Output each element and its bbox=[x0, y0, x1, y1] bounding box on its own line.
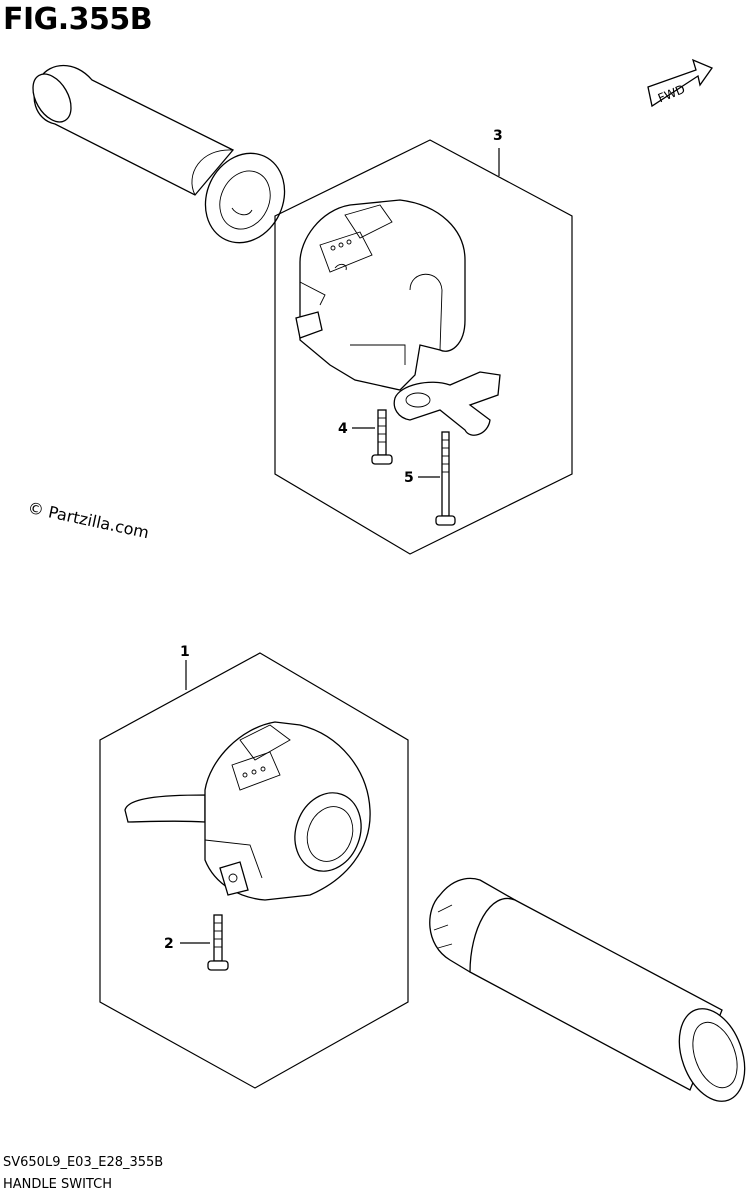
callout-part-3[interactable]: 3 bbox=[493, 128, 503, 144]
screw-part-5[interactable] bbox=[435, 431, 456, 526]
diagram-code: SV650L9_E03_E28_355B bbox=[3, 1155, 164, 1170]
group-outline-part-3 bbox=[274, 139, 573, 555]
callout-part-2[interactable]: 2 bbox=[164, 936, 174, 952]
right-handle-switch[interactable] bbox=[295, 199, 501, 436]
callout-part-5[interactable]: 5 bbox=[404, 470, 414, 486]
diagram-caption: HANDLE SWITCH bbox=[3, 1177, 112, 1192]
group-outline-part-1 bbox=[99, 652, 409, 1089]
callout-part-1[interactable]: 1 bbox=[180, 644, 190, 660]
right-throttle-grip[interactable] bbox=[429, 877, 746, 1110]
left-handle-switch[interactable] bbox=[124, 721, 372, 901]
figure-title: FIG.355B bbox=[3, 2, 153, 37]
screw-part-2[interactable] bbox=[207, 914, 229, 971]
left-grip[interactable] bbox=[25, 65, 299, 256]
forward-direction-arrow: FWD bbox=[647, 58, 713, 108]
callout-part-4[interactable]: 4 bbox=[338, 421, 348, 437]
screw-part-4[interactable] bbox=[371, 409, 393, 465]
